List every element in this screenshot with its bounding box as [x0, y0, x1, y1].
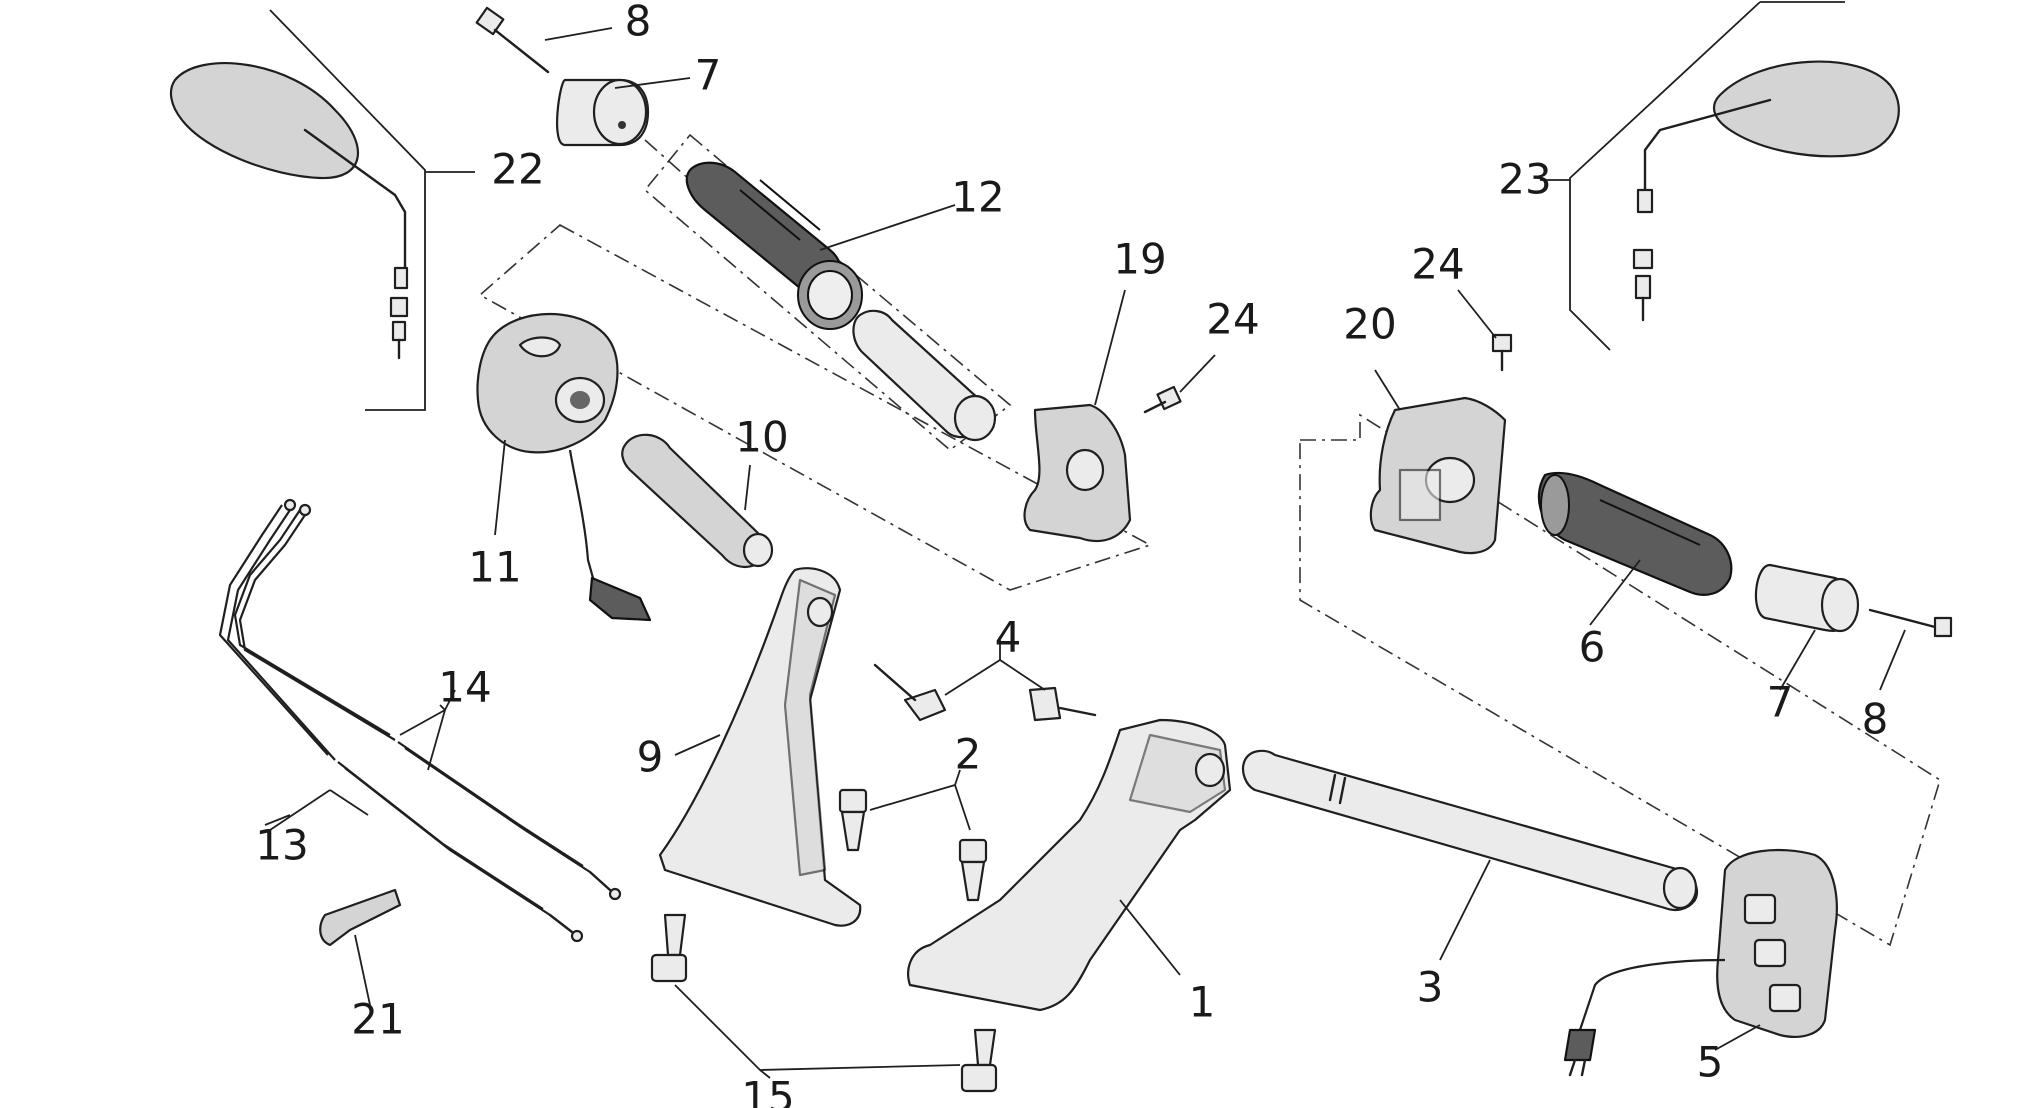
left-mirror — [169, 62, 409, 360]
bar-end-weight-right — [1754, 563, 1860, 633]
leader-9 — [674, 734, 721, 756]
left-riser — [658, 567, 862, 927]
bar-end-weight-top — [555, 78, 650, 147]
leader-5 — [1714, 1024, 1761, 1051]
screw-24-left — [1143, 385, 1182, 414]
callout-3: 3 — [1417, 963, 1444, 1012]
callout-20: 20 — [1343, 300, 1396, 349]
leader-1 — [1119, 899, 1181, 976]
callout-23: 23 — [1498, 155, 1551, 204]
leader-11 — [494, 439, 506, 536]
right-riser — [907, 718, 1232, 1012]
callout-19: 19 — [1113, 235, 1166, 284]
left-assembly-outline — [478, 224, 1153, 591]
callout-10: 10 — [735, 413, 788, 462]
callout-9: 9 — [637, 733, 664, 782]
screw-2b — [958, 838, 988, 902]
leader-7a — [614, 77, 691, 89]
callout-14: 14 — [438, 663, 491, 712]
cable-clamp-19 — [1023, 403, 1132, 542]
right-grip — [1537, 471, 1733, 596]
callout-13: 13 — [255, 821, 308, 870]
callout-5: 5 — [1697, 1038, 1724, 1087]
leader-15 — [674, 984, 961, 1079]
callout-7b: 7 — [1767, 678, 1794, 727]
leader-8b — [1879, 629, 1906, 691]
leader-19 — [1094, 289, 1126, 406]
riser-bolt-4b — [1028, 686, 1097, 722]
right-assembly-outline — [1299, 413, 1941, 947]
callout-6: 6 — [1579, 623, 1606, 672]
callout-15: 15 — [741, 1073, 794, 1108]
leader-10 — [744, 464, 751, 511]
screw-2a — [838, 788, 868, 852]
grip-assembly-outline — [643, 133, 1012, 452]
left-switch-housing — [476, 312, 652, 622]
callout-8b: 8 — [1862, 695, 1889, 744]
right-switch-housing — [1563, 848, 1838, 1077]
bar-end-bolt-top — [475, 6, 550, 74]
leader-24b — [1457, 289, 1497, 339]
leader-2 — [869, 769, 971, 831]
leader-14 — [399, 689, 456, 771]
leader-22 — [269, 9, 475, 411]
throttle-tube — [621, 433, 774, 569]
screw-15b — [960, 1028, 998, 1093]
leader-23 — [1540, 1, 1845, 351]
right-mirror — [1632, 60, 1900, 322]
callout-24a: 24 — [1206, 295, 1259, 344]
riser-bolt-4a — [873, 663, 947, 722]
leader-21 — [354, 934, 371, 1006]
leader-12 — [819, 204, 956, 251]
leader-3 — [1439, 859, 1491, 961]
leader-13 — [264, 789, 369, 831]
throttle-cables — [218, 498, 622, 943]
callout-1: 1 — [1189, 978, 1216, 1027]
right-clamp-20 — [1369, 396, 1507, 555]
callout-12: 12 — [951, 173, 1004, 222]
leader-4 — [944, 640, 1046, 696]
screw-15a — [650, 913, 688, 983]
callout-21: 21 — [351, 995, 404, 1044]
screw-24-right — [1491, 333, 1513, 372]
cable-clip — [319, 888, 402, 947]
handlebar-tube — [1241, 749, 1698, 911]
axis-7a — [644, 139, 691, 181]
leader-20 — [1374, 369, 1401, 411]
leader-6 — [1589, 559, 1641, 626]
bar-end-bolt-right — [1868, 608, 1953, 638]
callout-2: 2 — [955, 730, 982, 779]
callout-4: 4 — [995, 613, 1022, 662]
leader-7b — [1779, 629, 1816, 691]
callout-7a: 7 — [695, 51, 722, 100]
callout-22: 22 — [491, 145, 544, 194]
leader-24a — [1179, 354, 1216, 393]
leader-8a — [544, 27, 613, 41]
callout-24b: 24 — [1411, 240, 1464, 289]
throttle-grip — [685, 161, 997, 442]
callout-11: 11 — [468, 543, 521, 592]
callout-8a: 8 — [625, 0, 652, 46]
